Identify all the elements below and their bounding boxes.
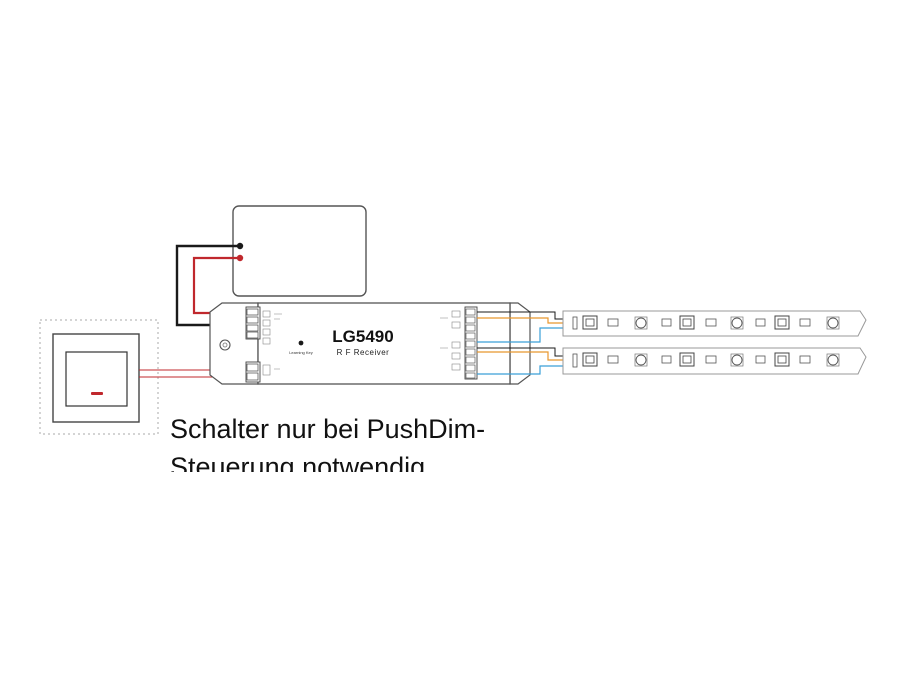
led-chip [679,315,695,330]
learning-key-button [298,340,304,346]
led-chip [730,353,744,367]
switch-led-icon [91,392,103,395]
caption-line-1: Schalter nur bei PushDim- [170,414,486,444]
led-resistor [755,355,766,364]
led-chip [634,316,648,330]
led-resistor [661,318,672,327]
led-strip-2 [562,347,867,375]
led-resistor [607,355,619,364]
wire-strip2-orange [477,351,566,361]
wire-strip1-blue [477,327,566,343]
switch-rocker [65,351,128,407]
led-chip [826,353,840,367]
led-resistor [799,355,811,364]
led-resistor [705,318,717,327]
controller-subtitle: R F Receiver [337,348,390,357]
led-resistor [607,318,619,327]
wire-strip2-black [477,347,566,357]
power-supply-box [232,205,367,297]
mount-hole-left [219,339,231,351]
caption-line-2: Steuerung notwendig [170,452,426,472]
controller-model: LG5490 [332,327,393,346]
learning-key-label: Learning Key [289,350,313,355]
wire-strip1-orange [477,317,566,324]
led-chip [679,352,695,367]
led-resistor [799,318,811,327]
led-resistor [705,355,717,364]
led-chip [826,316,840,330]
led-resistor [661,355,672,364]
led-chip [730,316,744,330]
switch-note-caption: Schalter nur bei PushDim- Steuerung notw… [170,410,590,472]
controller-housing-right [509,302,531,385]
led-resistor [755,318,766,327]
led-chip [774,315,790,330]
led-chip [634,353,648,367]
led-chip [582,315,598,330]
switch-terminal-block [245,361,261,383]
led-chip [582,352,598,367]
wire-strip2-blue [477,365,566,375]
wire-strip1-black [477,311,566,320]
led-strip-1 [562,310,867,337]
led-chip [774,352,790,367]
